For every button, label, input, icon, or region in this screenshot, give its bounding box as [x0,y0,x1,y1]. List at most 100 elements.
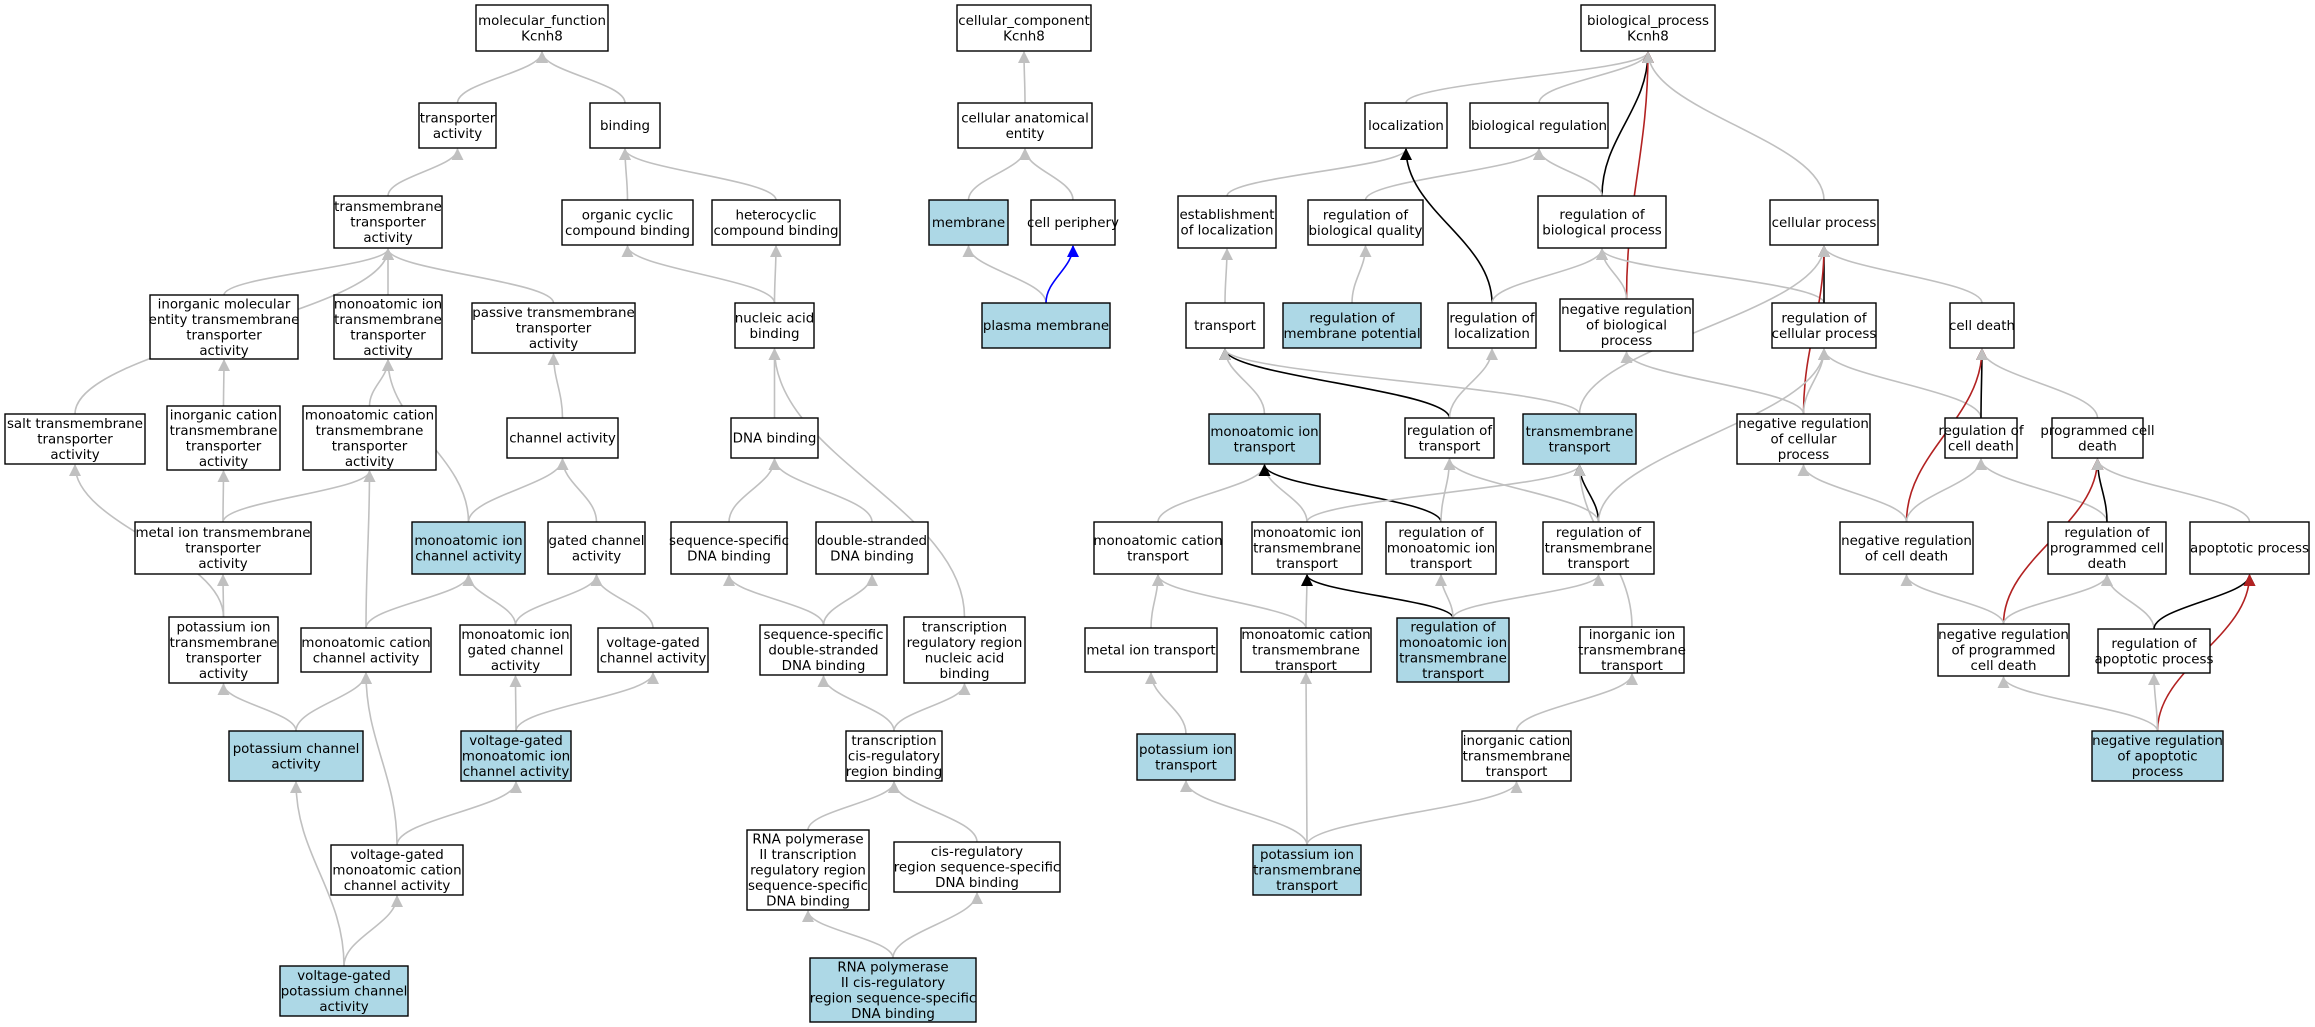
go-term-node-dnab[interactable]: DNA binding [730,417,819,459]
node-label-line: monoatomic ion [1253,526,1361,541]
go-term-node-apoptotic[interactable]: apoptotic process [2189,521,2310,575]
node-label: cell periphery [1027,216,1119,231]
go-term-node-binding[interactable]: binding [589,102,661,149]
node-label-line: potassium channel [233,742,360,757]
go-term-node-metaliontrans[interactable]: metal ion transport [1084,627,1218,673]
edge-regulates-regap-to-apoptotic [2153,574,2256,630]
node-label-line: regulation of [1938,424,2023,439]
go-term-node-cellproc[interactable]: cellular process [1769,199,1879,246]
node-label-line: DNA binding [782,659,866,674]
edge-is-a-mitmt-to-tmt [1306,464,1586,523]
go-term-node-bioreg[interactable]: biological regulation [1469,102,1609,149]
edge-is-a-regpcd-to-regcd [1975,458,2108,523]
go-term-node-chanact[interactable]: channel activity [506,417,619,459]
go-term-node-transport[interactable]: transport [1185,302,1265,349]
go-term-node-cellperiph[interactable]: cell periphery [1027,199,1119,246]
go-term-node-celldeath[interactable]: cell death [1949,302,2015,349]
node-label: plasma membrane [983,319,1109,334]
node-box [893,841,1061,893]
edge-is-a-ssdb-to-dnab [728,458,781,523]
go-term-node-membrane[interactable]: membrane [928,199,1009,246]
go-term-node-plasmamem[interactable]: plasma membrane [981,302,1111,349]
node-label: cell death [1949,319,2015,334]
edge-is-a-migca-to-gca [514,574,603,626]
node-label-line: transporter [185,542,261,557]
node-box [561,199,694,246]
node-label-line: transmembrane [1526,425,1634,440]
go-term-node-localization[interactable]: localization [1364,102,1448,149]
node-label-line: transmembrane [1253,542,1361,557]
node-box [1542,521,1655,575]
